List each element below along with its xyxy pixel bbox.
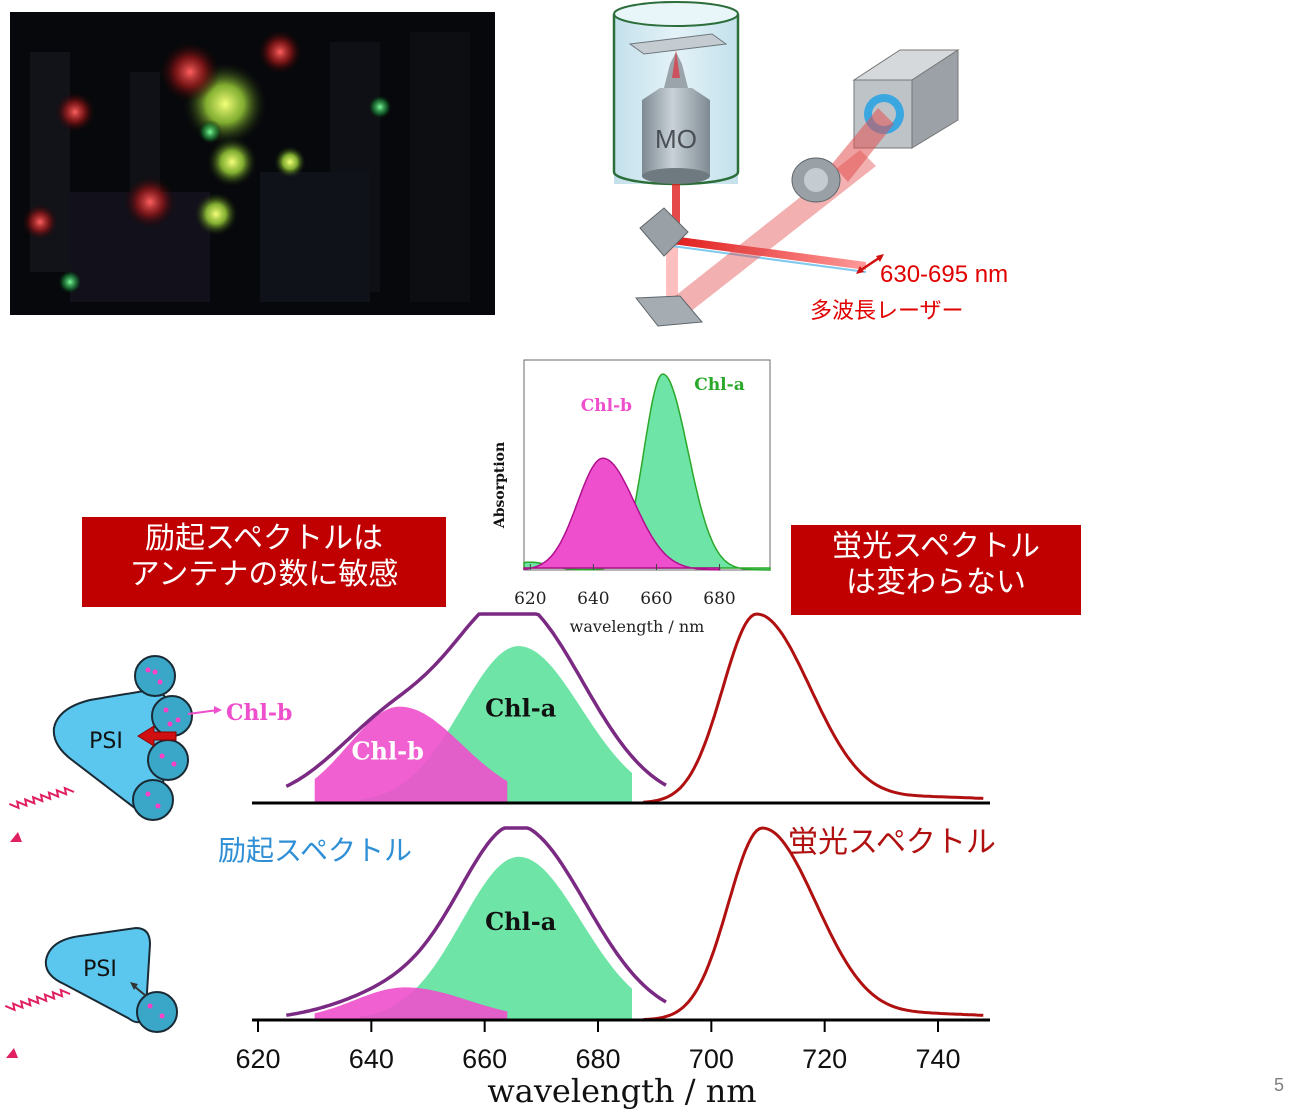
psi-label: PSI [83,957,117,982]
inset-x-tick-label: 640 [577,589,609,609]
psi-antenna-diagram-bottom: PSI [4,926,178,1058]
antenna-disc [132,779,174,821]
main-x-tick-label: 620 [235,1044,280,1074]
inset-x-tick-label: 680 [703,589,735,609]
fluorescence-spectrum-label: 蛍光スペクトル [788,825,996,860]
inset-x-tick-label: 660 [640,589,672,609]
main-x-tick-label: 720 [802,1044,847,1074]
energy-transfer-arrow [133,985,147,997]
fluorescence-wave-icon [4,988,71,1012]
laser-name-label: 多波長レーザー [810,299,964,324]
bottom-chl-b-area [314,987,508,1020]
chl-b-pointer-label: Chl-b [226,700,292,726]
inset-x-tick-label: 620 [514,589,546,609]
inset-y-axis-title: Absorption [492,442,508,529]
top-fluorescence-line [643,612,984,804]
top-chl-b-label: Chl-b [351,737,423,766]
antenna-disc [151,695,193,737]
note-line: アンテナの数に敏感 [129,557,399,592]
psi-antenna-diagram-top: PSI Chl-b [8,655,292,842]
laser-range-label: 630-695 nm [880,261,1008,288]
psi-core [44,926,152,1024]
main-x-tick-label: 660 [462,1044,507,1074]
mo-label: MO [655,124,697,154]
inset-chl-a-label: Chl-a [694,375,744,395]
inset-chl-b-label: Chl-b [581,396,632,416]
fluorescence-wave-icon [8,786,75,810]
main-x-tick-label: 640 [349,1044,394,1074]
note-line: 蛍光スペクトル [832,529,1040,564]
note-line: は変わらない [846,565,1026,600]
bottom-chl-a-label: Chl-a [485,907,556,936]
setup-schematic: MO 630-695 nm 多波長レーザー [560,0,1060,340]
top-chl-b-area [314,706,508,803]
antenna-disc [136,991,178,1033]
excitation-spectrum-label: 励起スペクトル [218,834,412,867]
energy-transfer-arrow [137,725,177,747]
note-fluorescence-unchanged: 蛍光スペクトル は変わらない [791,525,1081,615]
bottom-excitation-line [286,826,667,1017]
top-chl-a-label: Chl-a [485,694,556,723]
note-line: 励起スペクトルは [145,521,383,556]
inset-absorption-chart: 620 640 660 680 wavelength / nm Absorption Chl… [492,359,771,636]
lab-photo-image [10,12,495,315]
page-number: 5 [1273,1075,1284,1095]
antenna-disc [134,655,176,697]
top-excitation-line [285,612,667,788]
main-x-axis-title: wavelength / nm [487,1072,756,1110]
main-x-tick-label: 700 [689,1044,734,1074]
psi-label: PSI [89,729,123,754]
setup-schematic-drawing: MO 630-695 nm 多波長レーザー [612,1,1008,327]
main-x-tick-label: 680 [575,1044,620,1074]
lab-photo [10,12,495,315]
main-x-tick-label: 740 [915,1044,960,1074]
note-excitation-sensitive: 励起スペクトルは アンテナの数に敏感 [82,517,446,607]
bottom-fluorescence-line [643,826,984,1022]
bottom-chl-a-area [360,856,632,1020]
inset-chl-b-area [523,457,721,571]
inset-x-axis-title: wavelength / nm [570,617,705,636]
